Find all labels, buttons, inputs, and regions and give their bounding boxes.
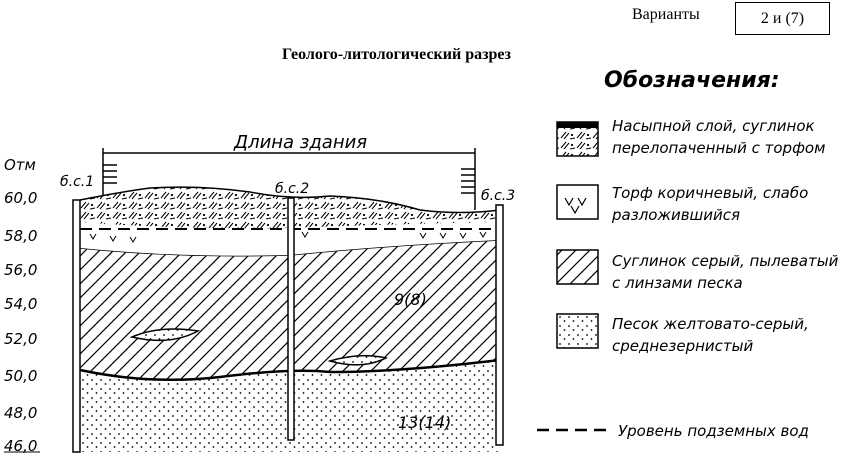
variant-mark: 9(8) xyxy=(394,290,427,309)
elevation-axis-label: Отм xyxy=(4,156,36,174)
legend-item-groundwater: Уровень подземных вод xyxy=(618,420,809,442)
sand-pattern-icon xyxy=(556,313,599,349)
variant-mark: 13(14) xyxy=(398,413,451,432)
legend-item-line: Насыпной слой, суглинок xyxy=(612,117,815,135)
elevation-tick: 58,0 xyxy=(4,227,37,245)
page-title: Геолого-литологический разрез xyxy=(282,46,511,63)
legend-item-line: разложившийся xyxy=(612,206,741,224)
legend-item-peat: Торф коричневый, слабо разложившийся xyxy=(612,182,808,226)
variants-box: 2 и (7) xyxy=(735,2,830,35)
elevation-tick: 46,0 xyxy=(4,437,37,455)
elevation-tick: 52,0 xyxy=(4,330,37,348)
legend-item-line: Уровень подземных вод xyxy=(618,422,809,440)
loam-pattern-icon xyxy=(556,249,599,285)
legend-item-line: Песок желтовато-серый, xyxy=(612,315,809,333)
elevation-tick: 50,0 xyxy=(4,367,37,385)
legend-item-loam: Суглинок серый, пылеватый с линзами песк… xyxy=(612,250,838,294)
legend-item-line: среднезернистый xyxy=(612,337,754,355)
peat-pattern-icon xyxy=(556,184,599,220)
legend-item-fill-soil: Насыпной слой, суглинок перелопаченный с… xyxy=(612,115,825,159)
borehole-label: б.с.3 xyxy=(481,188,515,204)
building-length-dimension xyxy=(102,148,476,210)
elevation-tick: 54,0 xyxy=(4,295,37,313)
borehole-2 xyxy=(287,197,295,441)
borehole-label: б.с.1 xyxy=(60,174,94,190)
elevation-tick: 56,0 xyxy=(4,261,37,279)
borehole-label: б.с.2 xyxy=(275,181,309,197)
legend-item-line: перелопаченный с торфом xyxy=(612,139,826,157)
borehole-3 xyxy=(495,204,504,446)
elevation-tick: 60,0 xyxy=(4,189,37,207)
legend-item-line: с линзами песка xyxy=(612,274,743,292)
elevation-tick: 48,0 xyxy=(4,404,37,422)
building-length-label: Длина здания xyxy=(233,132,367,153)
legend-title: Обозначения: xyxy=(604,68,780,93)
legend-item-sand: Песок желтовато-серый, среднезернистый xyxy=(612,313,809,357)
legend-item-line: Торф коричневый, слабо xyxy=(612,184,809,202)
fill-soil-pattern-icon xyxy=(556,121,599,157)
variants-label: Варианты xyxy=(632,6,700,23)
legend-item-line: Суглинок серый, пылеватый xyxy=(612,252,839,270)
borehole-1 xyxy=(72,199,81,453)
